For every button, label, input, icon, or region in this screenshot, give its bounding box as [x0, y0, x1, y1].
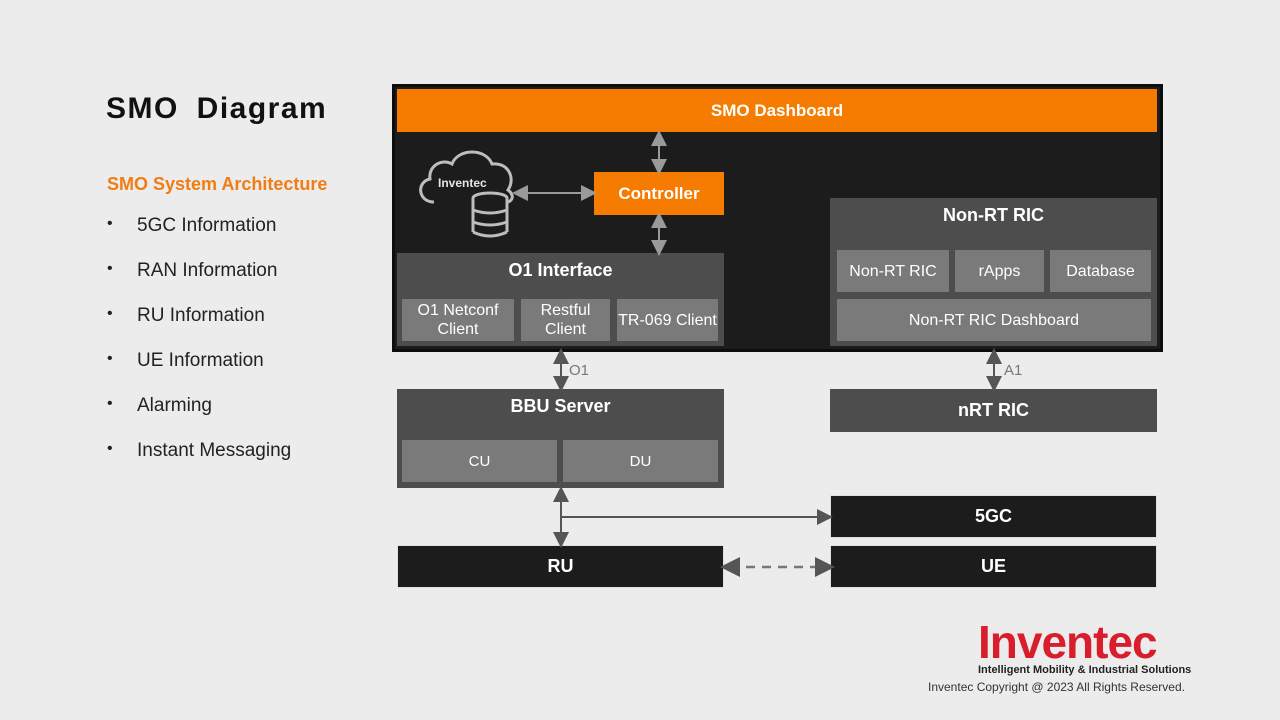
- non-rt-ric-dashboard: Non-RT RIC Dashboard: [837, 299, 1151, 341]
- ue-block: UE: [830, 545, 1157, 588]
- bullet-list: • 5GC Information • RAN Information • RU In…: [107, 215, 291, 485]
- o1-interface-title: O1 Interface: [508, 260, 613, 280]
- bullet-text: Alarming: [137, 395, 212, 416]
- list-item: • RAN Information: [107, 260, 291, 305]
- list-item: • Instant Messaging: [107, 440, 291, 485]
- inventec-logo: Inventec Intelligent Mobility & Industri…: [978, 616, 1192, 676]
- o1-netconf-client: O1 Netconf Client: [402, 299, 514, 341]
- rapps-item: rApps: [955, 250, 1044, 292]
- database-item: Database: [1050, 250, 1151, 292]
- copyright-text: Inventec Copyright @ 2023 All Rights Res…: [928, 680, 1185, 694]
- bullet-text: UE Information: [137, 350, 264, 371]
- du-item: DU: [563, 440, 718, 482]
- bullet-text: 5GC Information: [137, 215, 277, 236]
- cloud-database-icon: Inventec: [419, 150, 514, 238]
- bullet-text: Instant Messaging: [137, 440, 292, 461]
- list-item: • RU Information: [107, 305, 291, 350]
- ru-block: RU: [397, 545, 724, 588]
- cloud-logo-text: Inventec: [438, 176, 487, 190]
- bullet-glyph: •: [107, 350, 113, 367]
- page-title: SMO Diagram: [106, 92, 328, 125]
- logo-tagline: Intelligent Mobility & Industrial Soluti…: [978, 664, 1192, 676]
- restful-client: Restful Client: [521, 299, 610, 341]
- list-item: • Alarming: [107, 395, 291, 440]
- non-rt-ric-item: Non-RT RIC: [837, 250, 949, 292]
- smo-dashboard-block: SMO Dashboard: [397, 89, 1157, 132]
- nrt-ric-block: nRT RIC: [830, 389, 1157, 432]
- cu-item: CU: [402, 440, 557, 482]
- list-item: • UE Information: [107, 350, 291, 395]
- o1-link-label: O1: [569, 362, 590, 379]
- controller-block: Controller: [594, 172, 724, 215]
- bullet-glyph: •: [107, 395, 113, 412]
- non-rt-ric-title: Non-RT RIC: [943, 205, 1044, 225]
- bullet-glyph: •: [107, 305, 113, 322]
- tr069-client: TR-069 Client: [617, 299, 718, 341]
- bbu-server-title: BBU Server: [510, 396, 611, 416]
- a1-link-label: A1: [1004, 362, 1023, 379]
- bullet-glyph: •: [107, 260, 113, 277]
- section-subtitle: SMO System Architecture: [107, 174, 328, 194]
- bullet-glyph: •: [107, 215, 113, 232]
- list-item: • 5GC Information: [107, 215, 291, 260]
- bullet-text: RAN Information: [137, 260, 278, 281]
- bullet-text: RU Information: [137, 305, 265, 326]
- 5gc-block: 5GC: [830, 495, 1157, 538]
- logo-wordmark: Inventec: [978, 616, 1158, 668]
- bullet-glyph: •: [107, 440, 113, 457]
